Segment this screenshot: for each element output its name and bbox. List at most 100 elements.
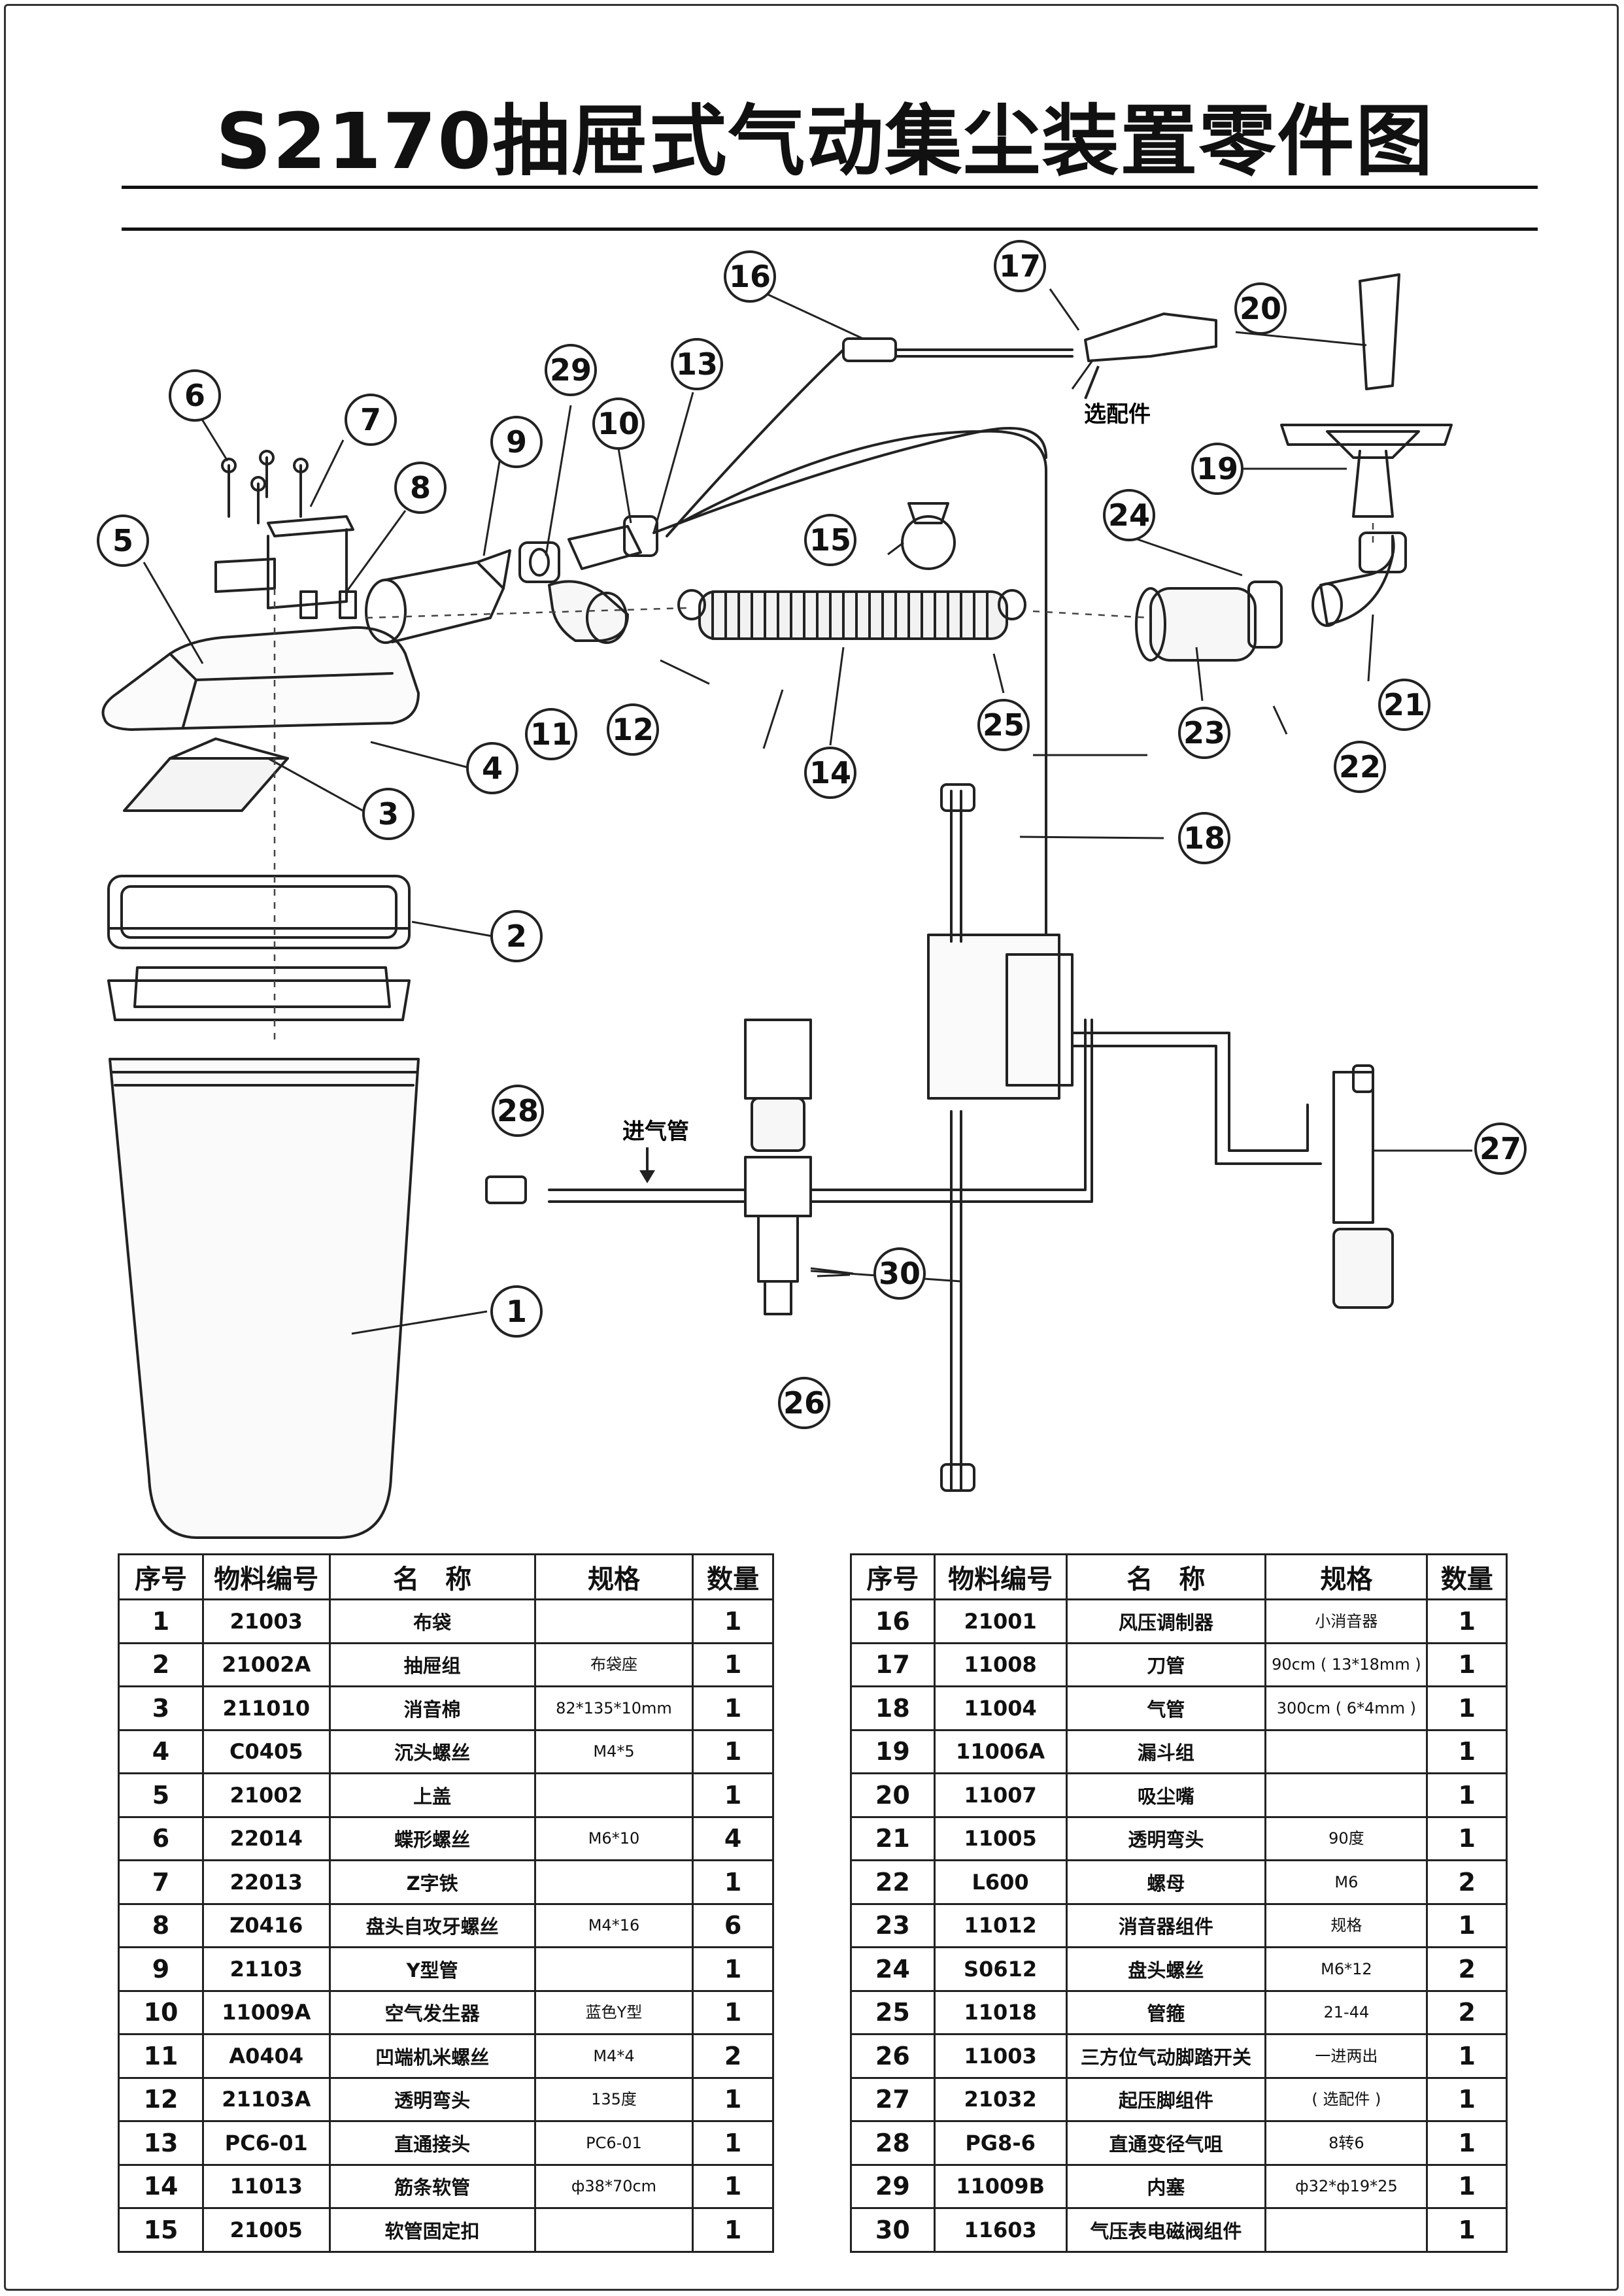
part-spec: 90度 — [1264, 1815, 1429, 1861]
callout-25: 25 — [977, 699, 1030, 751]
part-qty: 1 — [1426, 1642, 1508, 1687]
callout-number: 21 — [1383, 687, 1425, 722]
row-no: 25 — [850, 1989, 936, 2035]
callout-8: 8 — [394, 462, 447, 514]
part-name: 抽屉组 — [328, 1642, 536, 1687]
part-code: 11018 — [933, 1989, 1068, 2035]
part-name: 内塞 — [1065, 2163, 1267, 2209]
header-spec: 规格 — [533, 1553, 694, 1600]
part-qty: 1 — [1426, 2120, 1508, 2166]
row-no: 15 — [117, 2207, 205, 2253]
row-no: 21 — [850, 1815, 936, 1861]
part-qty: 1 — [692, 1989, 774, 2035]
callout-number: 18 — [1183, 820, 1225, 856]
row-no: 18 — [850, 1685, 936, 1731]
callout-number: 19 — [1196, 451, 1238, 486]
part-spec: 布袋座 — [533, 1642, 694, 1687]
part-code: 21103A — [202, 2076, 331, 2122]
callout-20: 20 — [1234, 282, 1287, 335]
callout-24: 24 — [1103, 489, 1155, 541]
row-no: 9 — [117, 1946, 205, 1992]
callout-number: 13 — [676, 346, 718, 382]
part-spec — [533, 2207, 694, 2253]
part-name: 管箍 — [1065, 1989, 1267, 2035]
part-qty: 1 — [692, 2163, 774, 2209]
part-10-air-generator — [567, 515, 658, 570]
row-no: 29 — [850, 2163, 936, 2209]
part-name: 消音棉 — [328, 1685, 536, 1731]
part-30-gauge-solenoid-assembly — [744, 1019, 812, 1315]
part-qty: 2 — [1426, 1859, 1508, 1905]
callout-number: 10 — [598, 406, 639, 441]
callout-number: 5 — [112, 523, 133, 558]
callout-number: 2 — [506, 919, 527, 954]
row-no: 3 — [117, 1685, 205, 1731]
part-qty: 1 — [1426, 2076, 1508, 2122]
callout-number: 28 — [497, 1093, 539, 1128]
part-code: Z0416 — [202, 1902, 331, 1948]
part-qty: 1 — [1426, 1729, 1508, 1774]
page-title: S2170抽屉式气动集尘装置零件图 — [216, 96, 1434, 186]
part-spec: M6*10 — [533, 1815, 694, 1861]
callout-circle — [1474, 1123, 1527, 1175]
callout-number: 8 — [410, 470, 431, 505]
row-no: 17 — [850, 1642, 936, 1687]
part-qty: 1 — [692, 2207, 774, 2253]
row-no: 2 — [117, 1642, 205, 1687]
callout-circle — [724, 250, 776, 303]
callout-21: 21 — [1378, 679, 1430, 731]
part-qty: 1 — [692, 1642, 774, 1687]
part-qty: 1 — [1426, 1685, 1508, 1731]
part-code: 21001 — [933, 1598, 1068, 1644]
part-qty: 1 — [692, 1729, 774, 1774]
callout-number: 7 — [360, 402, 381, 437]
callout-number: 25 — [983, 707, 1024, 743]
callout-number: 1 — [506, 1294, 527, 1329]
callout-number: 26 — [783, 1385, 825, 1421]
part-spec: 300cm ( 6*4mm ) — [1264, 1685, 1429, 1731]
part-code: PC6-01 — [202, 2120, 331, 2166]
part-name: 凹端机米螺丝 — [328, 2033, 536, 2079]
part-code: 21002A — [202, 1642, 331, 1687]
row-no: 19 — [850, 1729, 936, 1774]
air-inlet-note: 进气管 — [622, 1119, 689, 1145]
callout-12: 12 — [607, 703, 659, 756]
part-2-drawer-set — [107, 875, 411, 1021]
callout-circle — [490, 416, 543, 468]
part-code: 11012 — [933, 1902, 1068, 1948]
header-no: 序号 — [850, 1553, 936, 1600]
part-qty: 2 — [1426, 1989, 1508, 2035]
part-code: 11004 — [933, 1685, 1068, 1731]
part-name: 沉头螺丝 — [328, 1729, 536, 1774]
callout-circle — [977, 699, 1030, 751]
callout-circle — [1178, 812, 1230, 864]
part-code: C0405 — [202, 1729, 331, 1774]
part-code: 11603 — [933, 2207, 1068, 2253]
callout-18: 18 — [1178, 812, 1230, 864]
callout-circle — [525, 708, 577, 760]
part-qty: 1 — [1426, 2207, 1508, 2253]
part-code: 11006A — [933, 1729, 1068, 1774]
callout-6: 6 — [169, 369, 221, 422]
part-spec: 90cm ( 13*18mm ) — [1264, 1642, 1429, 1687]
row-no: 8 — [117, 1902, 205, 1948]
part-name: 蝶形螺丝 — [328, 1815, 536, 1861]
part-name: Y型管 — [328, 1946, 536, 1992]
part-spec: 21-44 — [1264, 1989, 1429, 2035]
callout-9: 9 — [490, 416, 543, 468]
part-name: 螺母 — [1065, 1859, 1267, 1905]
callout-circle — [545, 344, 597, 396]
part-code: 22013 — [202, 1859, 331, 1905]
part-name: 空气发生器 — [328, 1989, 536, 2035]
header-name: 名 称 — [1065, 1553, 1267, 1600]
